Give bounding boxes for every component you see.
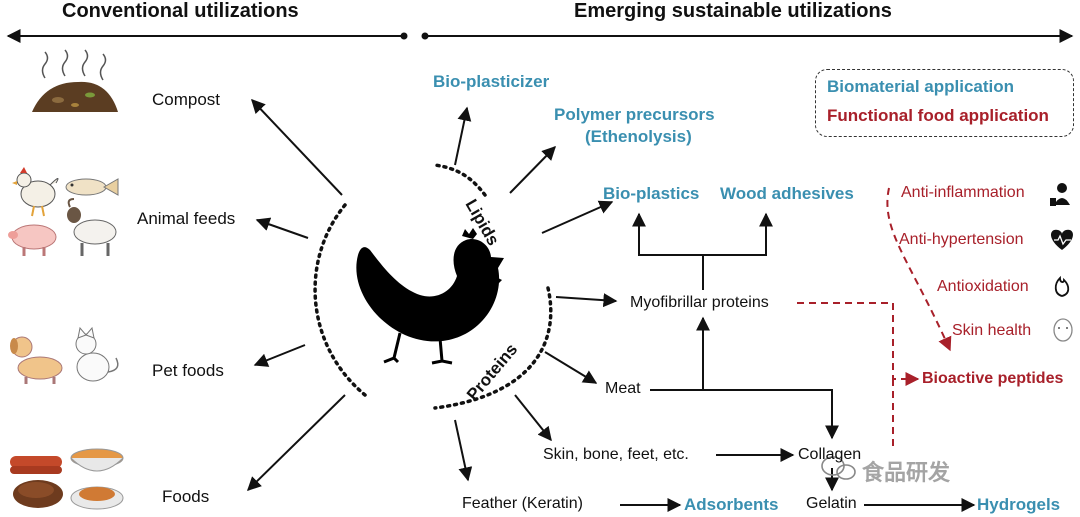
face-icon <box>1053 318 1073 342</box>
emerging-header: Emerging sustainable utilizations <box>574 0 892 22</box>
hydrogels-label: Hydrogels <box>977 495 1061 514</box>
fish-icon <box>65 178 119 196</box>
conventional-header: Conventional utilizations <box>62 0 299 22</box>
sausage-icon <box>10 456 62 474</box>
bioactive-peptides-label: Bioactive peptides <box>922 370 1064 387</box>
rooster-icon <box>12 167 59 217</box>
animal-feeds-label: Animal feeds <box>137 209 236 228</box>
dog-icon <box>10 336 63 384</box>
skin-health-label: Skin health <box>952 322 1032 339</box>
chicken-silhouette-icon <box>356 228 504 365</box>
lipid-arrows <box>454 106 614 234</box>
pet-foods-label: Pet foods <box>152 361 224 380</box>
conventional-arrows <box>246 98 346 491</box>
myofibrillar-proteins-label: Myofibrillar proteins <box>630 294 769 311</box>
legend-functional-food: Functional food application <box>827 106 1049 125</box>
person-icon <box>1050 183 1070 206</box>
flame-icon <box>1054 275 1070 297</box>
compost-icon <box>32 49 118 112</box>
functional-food-arrows <box>797 187 952 450</box>
cat-icon <box>75 326 119 382</box>
skin-bone-label: Skin, bone, feet, etc. <box>543 446 689 463</box>
goat-icon <box>67 198 117 256</box>
adsorbents-label: Adsorbents <box>684 495 779 514</box>
wechat-icon <box>821 456 856 480</box>
bio-plastics-label: Bio-plastics <box>603 184 700 203</box>
wood-adhesives-label: Wood adhesives <box>720 184 854 203</box>
center-arcs <box>313 163 553 410</box>
anti-hypertension-label: Anti-hypertension <box>899 231 1024 248</box>
protein-arrows <box>454 212 976 512</box>
pig-icon <box>8 224 57 256</box>
feather-label: Feather (Keratin) <box>462 495 583 512</box>
burger-patty-icon <box>13 480 63 508</box>
collagen-label: Collagen <box>798 446 862 463</box>
bio-plasticizer-label: Bio-plasticizer <box>433 72 550 91</box>
ethenolysis-label: (Ethenolysis) <box>585 127 692 146</box>
antioxidation-label: Antioxidation <box>937 278 1029 295</box>
stew-plate-icon <box>70 486 124 510</box>
header-arrows <box>6 29 1074 43</box>
legend-box <box>815 69 1074 137</box>
watermark-text: 食品研发 <box>862 460 951 485</box>
heart-pulse-icon <box>1051 229 1073 250</box>
foods-label: Foods <box>162 487 210 506</box>
anti-inflammation-label: Anti-inflammation <box>901 184 1025 201</box>
soup-bowl-icon <box>70 448 124 472</box>
meat-label: Meat <box>605 380 641 397</box>
gelatin-label: Gelatin <box>806 495 857 512</box>
legend-biomaterial: Biomaterial application <box>827 77 1015 96</box>
compost-label: Compost <box>152 90 221 109</box>
polymer-precursors-label: Polymer precursors <box>554 105 715 124</box>
